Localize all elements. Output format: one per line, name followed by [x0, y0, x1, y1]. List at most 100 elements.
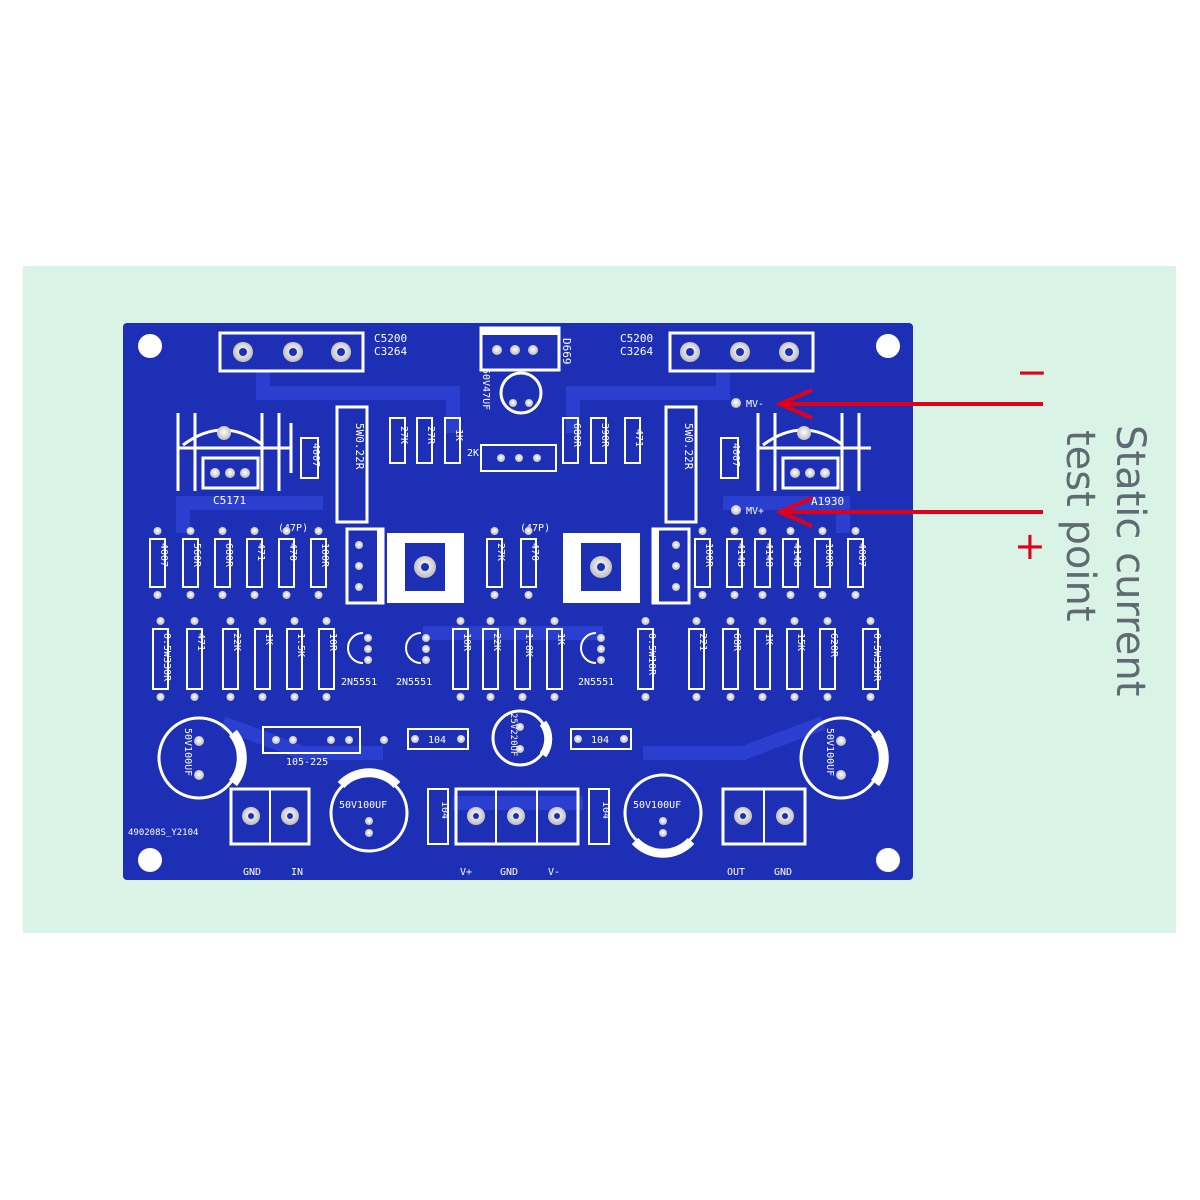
resistor-pad	[641, 693, 650, 701]
diode-right-top	[720, 437, 739, 479]
resistor-label: 1K	[263, 633, 274, 645]
mounting-holes	[138, 334, 900, 872]
resistor-pad	[486, 617, 495, 625]
cap-104-c-label: 104	[439, 801, 450, 819]
resistor-label: 22K	[231, 633, 242, 651]
resistor-label: 620R	[828, 633, 839, 658]
resistor-body	[726, 538, 743, 588]
annotation-line-1: Static current	[1107, 425, 1153, 697]
resistor-pad	[218, 591, 227, 599]
resistor-body	[754, 628, 771, 690]
resistor-label: 10R	[461, 633, 472, 652]
cap-25v220uf	[491, 709, 553, 767]
board-id-label: 490208S_Y2104	[128, 828, 198, 838]
resistor-label: 0.5W330R	[161, 633, 172, 682]
resistor-body	[254, 628, 271, 690]
terminal-vplus-label: V+	[460, 867, 472, 878]
resistor-pad	[290, 693, 299, 701]
resistor-pad	[851, 527, 860, 535]
cap-50v100uf-left	[157, 716, 247, 800]
pcb-artwork: C5200 C3264 D669 C5200 C3264 MV- MV+ C51…	[128, 326, 900, 878]
transistor-d669-label: D669	[627, 555, 640, 582]
resistor-label: 100R	[319, 543, 330, 568]
resistor-label: 1.5K	[295, 633, 306, 657]
resistor-pad	[726, 693, 735, 701]
resistor-pad	[692, 693, 701, 701]
resistor-body	[152, 628, 169, 690]
cap-47p-left-label: (47P)	[278, 523, 308, 534]
resistor-pad	[758, 617, 767, 625]
resistor-5w-left-label: 5W0.22R	[353, 423, 366, 470]
terminal-gnd-in	[229, 787, 311, 846]
resistor-label: 4148	[791, 543, 802, 567]
resistor-body	[452, 628, 469, 690]
resistor-pad	[758, 527, 767, 535]
terminal-gnd-1-label: GND	[243, 867, 261, 878]
resistor-label: 4007	[856, 543, 867, 567]
resistor-5w-right	[664, 405, 698, 524]
resistor-pad	[190, 617, 199, 625]
cap-105-225	[262, 726, 361, 754]
resistor-pad	[790, 693, 799, 701]
resistor-body	[847, 538, 864, 588]
resistor-label: 100R	[823, 543, 834, 568]
resistor-pad	[866, 617, 875, 625]
left-heatsink-label: C5171	[213, 494, 246, 507]
transistors-2n5551	[347, 632, 597, 664]
resistor-body	[754, 538, 771, 588]
cap-50v100uf-bottom-left	[329, 768, 409, 853]
resistor-pad	[730, 591, 739, 599]
resistor-body	[688, 628, 705, 690]
resistor-body	[694, 538, 711, 588]
top-right-label-1: C5200	[620, 332, 653, 345]
cap-104-a	[407, 728, 469, 750]
cap-104-d	[588, 788, 610, 845]
resistor-label: 15K	[795, 633, 806, 651]
resistor-pad	[250, 527, 259, 535]
resistor-label: 10R	[327, 633, 338, 652]
right-heatsink-footprint	[756, 413, 871, 491]
resistor-pad	[490, 527, 499, 535]
top-center-label: D669	[560, 338, 573, 365]
resistor-pad	[866, 693, 875, 701]
resistor-pad	[698, 527, 707, 535]
terminal-out-gnd	[721, 787, 807, 846]
resistor-pad	[258, 693, 267, 701]
resistor-pad	[186, 591, 195, 599]
resistor-pad	[226, 693, 235, 701]
resistor-body	[546, 628, 563, 690]
terminal-out-label: OUT	[727, 867, 745, 878]
resistor-body	[814, 538, 831, 588]
resistor-label: 22K	[491, 633, 502, 651]
cap-104-a-label: 104	[428, 735, 446, 746]
transistor-b649-label: B649	[393, 555, 406, 582]
top-left-label-1: C5200	[374, 332, 407, 345]
resistor-pad	[490, 591, 499, 599]
resistor-pad	[786, 591, 795, 599]
cap-50v100uf-bottom-right	[623, 773, 703, 858]
resistor-pad	[730, 527, 739, 535]
top-center-transistor-footprint	[479, 326, 561, 372]
resistor-label: 470	[529, 543, 540, 561]
diode-right-top-label: 4007	[730, 443, 741, 467]
resistor-body	[786, 628, 803, 690]
resistor-label: 4148	[735, 543, 746, 567]
resistor-5w-right-label: 5W0.22R	[682, 423, 695, 470]
resistor-27k-label: 27K	[398, 426, 409, 444]
resistor-pad	[282, 527, 291, 535]
resistor-pad	[818, 527, 827, 535]
diode-left-top-label: 4007	[310, 443, 321, 467]
resistor-pad	[823, 693, 832, 701]
resistor-body	[486, 538, 503, 588]
resistor-pad	[322, 617, 331, 625]
cap-104-c	[427, 788, 449, 845]
terminal-gnd-3-label: GND	[774, 867, 792, 878]
cap-104-d-label: 104	[600, 801, 611, 819]
resistor-pad	[156, 617, 165, 625]
cap-50v100uf-right	[799, 716, 889, 800]
resistor-label: 470	[287, 543, 298, 561]
resistor-body	[286, 628, 303, 690]
resistor-label: 100R	[703, 543, 714, 568]
resistor-body	[246, 538, 263, 588]
diode-left-top	[300, 437, 319, 479]
